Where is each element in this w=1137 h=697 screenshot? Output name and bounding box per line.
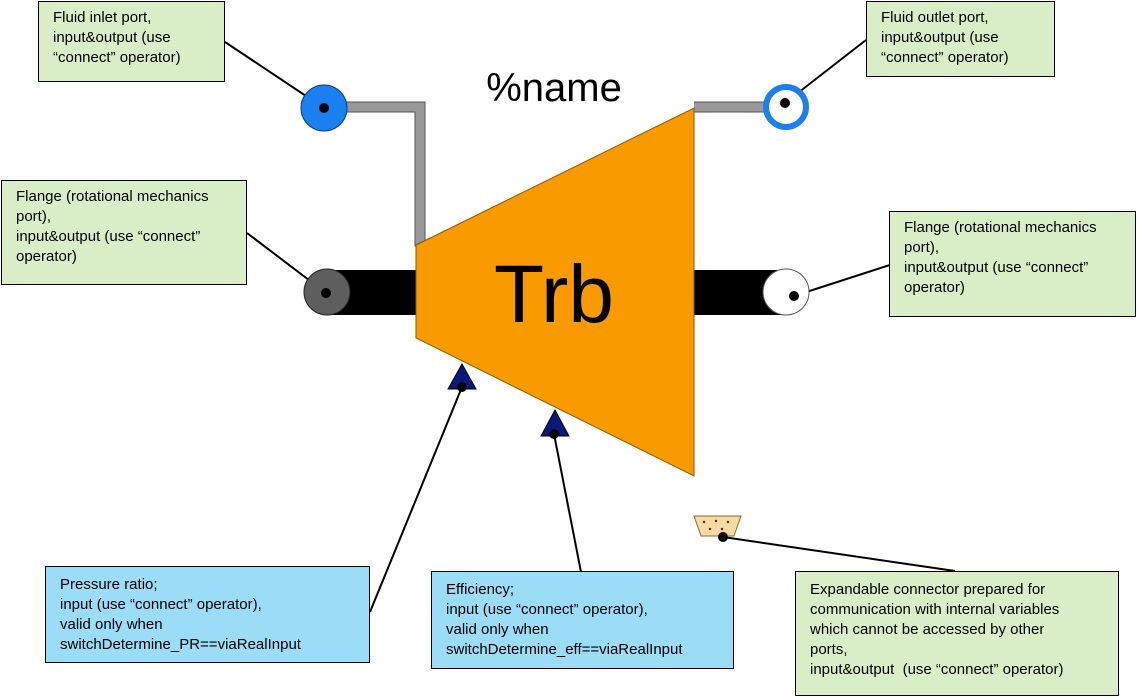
- component-label: Trb: [494, 249, 614, 340]
- leader-dot-efficiency: [549, 429, 559, 439]
- leader-line-expandable: [722, 536, 956, 572]
- leader-line-efficiency: [553, 433, 582, 573]
- callout-pressure-ratio: Pressure ratio; input (use “connect” ope…: [45, 566, 370, 663]
- callout-flange-left: Flange (rotational mechanics port), inpu…: [1, 180, 247, 285]
- connector-pin: [708, 527, 712, 531]
- leader-dot-expandable: [718, 532, 728, 542]
- expandable-connector-icon[interactable]: [693, 515, 742, 537]
- leader-dot-flange-right: [789, 291, 799, 301]
- connector-pin: [702, 520, 706, 524]
- leader-dot-flange-left: [321, 288, 331, 298]
- connector-pin: [726, 520, 730, 524]
- callout-flange-right: Flange (rotational mechanics port), inpu…: [889, 211, 1136, 317]
- turbine-body: [415, 107, 695, 477]
- callout-fluid-outlet: Fluid outlet port, input&output (use “co…: [866, 1, 1055, 77]
- inlet-pipe: [346, 102, 425, 246]
- inlet-pipe-outline: [345, 101, 426, 247]
- flange-right-port-icon[interactable]: [762, 268, 810, 316]
- callout-fluid-inlet: Fluid inlet port, input&output (use “con…: [38, 1, 225, 82]
- connector-pin: [720, 527, 724, 531]
- leader-dot-pressure-ratio: [457, 382, 467, 392]
- leader-dot-fluid-outlet: [780, 98, 790, 108]
- leader-line-pressure-ratio: [369, 386, 463, 613]
- leader-line-flange-right: [793, 264, 891, 297]
- callout-expandable-connector: Expandable connector prepared for commun…: [795, 571, 1119, 696]
- connector-pin: [714, 519, 718, 523]
- callout-efficiency: Efficiency; input (use “connect” operato…: [431, 571, 734, 669]
- leader-dot-fluid-inlet: [319, 103, 329, 113]
- component-name-placeholder: %name: [486, 66, 622, 110]
